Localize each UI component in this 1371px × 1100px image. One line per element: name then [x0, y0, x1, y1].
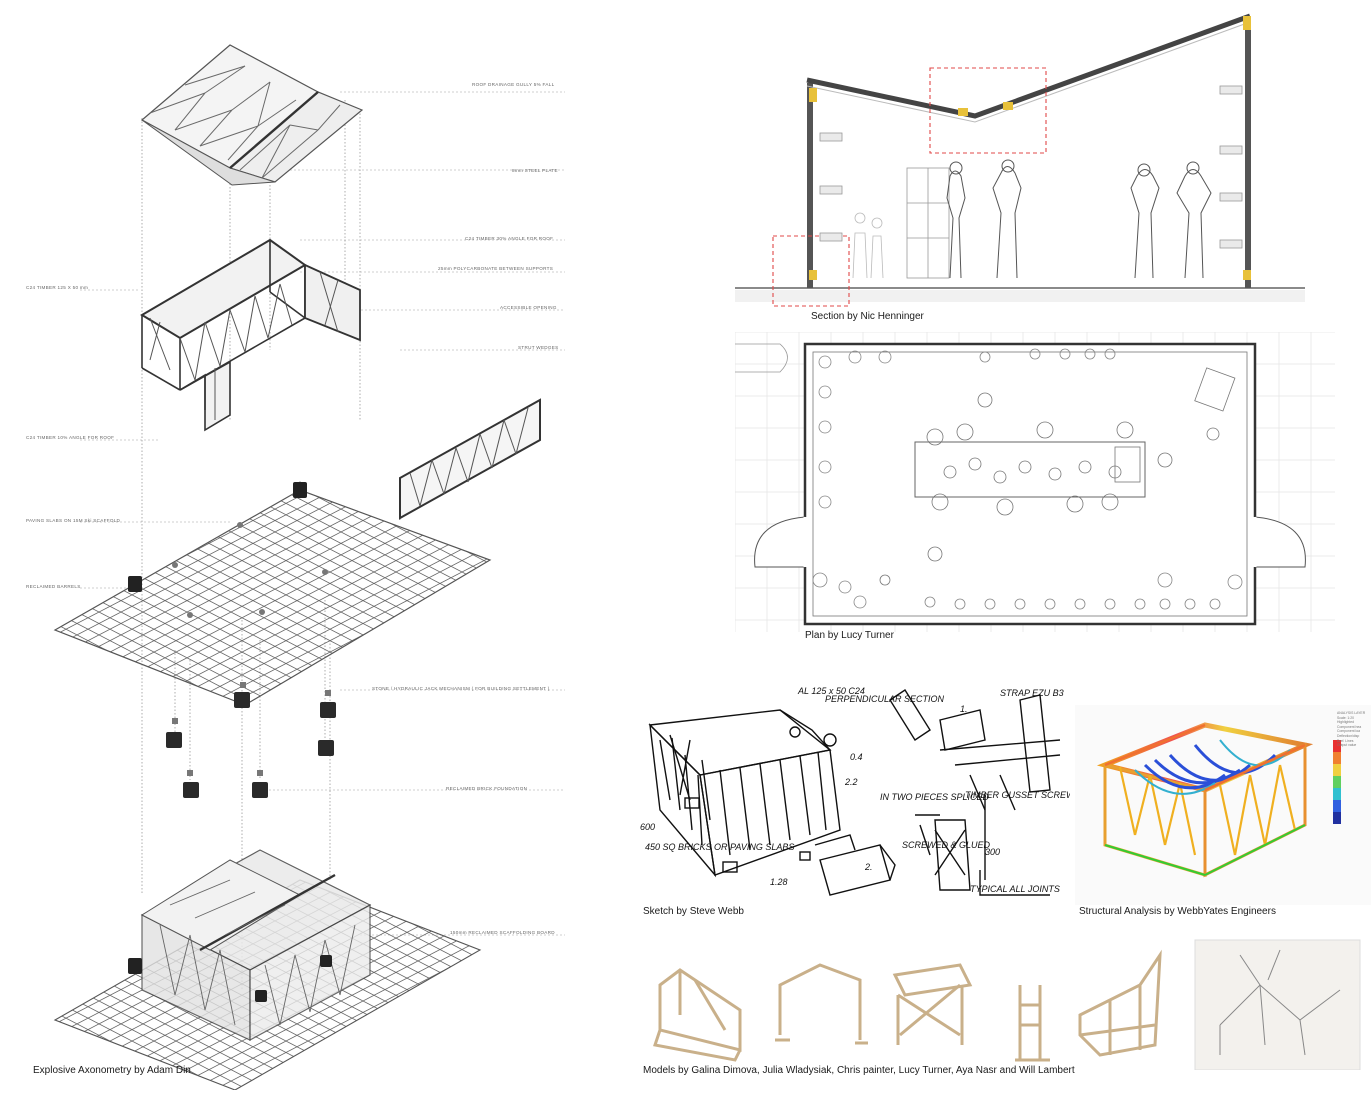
sketch-note-typical: TYPICAL ALL JOINTS — [970, 884, 1060, 894]
sketch-drawing: AL 125 x 50 C24 450 SQ BRICKS OR PAVING … — [640, 686, 1070, 896]
legend-line: Output value — [1337, 743, 1357, 748]
annotation-reclaimed-barrels: RECLAIMED BARRELS — [26, 584, 81, 589]
sketch-note-foundation: 450 SQ BRICKS OR PAVING SLABS — [645, 842, 794, 852]
annotation-timber-10-angle: C24 TIMBER 10% ANGLE FOR ROOF — [26, 435, 115, 440]
structural-drawing — [1075, 705, 1371, 905]
annotation-timber-roof-angle: C24 TIMBER 30% ANGLE FOR ROOF — [465, 236, 554, 241]
sketch-note-joint-1: 1. — [960, 704, 968, 714]
sketch-note-two-pieces: IN TWO PIECES SPLICED — [880, 792, 990, 802]
caption-axonometry: Explosive Axonometry by Adam Din — [33, 1065, 191, 1076]
sketch-note-member: AL 125 x 50 C24 — [797, 686, 865, 696]
section-drawing — [735, 13, 1305, 307]
caption-plan: Plan by Lucy Turner — [805, 630, 894, 641]
sketch-note-gusset: TIMBER GUSSET SCREWED & GLUED — [965, 790, 1070, 800]
legend-line: Scale: 1:20 — [1337, 715, 1354, 720]
caption-sketch: Sketch by Steve Webb — [643, 906, 744, 917]
axonometry-drawing — [53, 44, 565, 1090]
models-photos — [653, 939, 1361, 1070]
legend-line: Component loa — [1337, 729, 1360, 734]
caption-models: Models by Galina Dimova, Julia Wladysiak… — [643, 1065, 1075, 1076]
annotation-paving-slabs: PAVING SLABS ON 15M Ski SCAFFOLD — [26, 518, 121, 523]
annotation-strut-wedges: STRUT WEDGES — [518, 345, 559, 350]
foundation-blocks — [166, 682, 336, 798]
assembled-building — [53, 849, 482, 1090]
plan-drawing — [735, 332, 1335, 632]
sketch-note-spacing: 0.4 — [850, 752, 863, 762]
section-panel: Section by Nic Henninger — [735, 8, 1305, 328]
legend-line: ANALYSIS LAYER — [1337, 711, 1366, 715]
sketch-note-height-1: 2.2 — [844, 777, 858, 787]
annotation-timber-125x50: C24 TIMBER 125 X 50 mm — [26, 285, 89, 290]
wall-frame-element — [140, 238, 541, 520]
floor-grid-element — [53, 482, 492, 706]
legend-line: Deflection/disp — [1337, 733, 1360, 738]
annotation-steel-plate: 8mm STEEL PLATE — [512, 168, 558, 173]
sketch-note-300: 300 — [985, 847, 1000, 857]
legend-line: Highlighted — [1337, 720, 1354, 725]
analysis-legend: ANALYSIS LAYER Scale: 1:20 Highlighted C… — [1337, 711, 1365, 748]
sketch-panel: AL 125 x 50 C24 450 SQ BRICKS OR PAVING … — [640, 680, 1070, 920]
sketch-note-height-2: 1.28 — [770, 877, 788, 887]
plan-panel: Plan by Lucy Turner — [735, 332, 1335, 647]
annotation-roof-drainage: ROOF DRAINAGE GULLY 5% FALL — [472, 82, 555, 87]
sketch-note-screwed: SCREWED & GLUED — [902, 840, 991, 850]
sketch-note-joint-2: 2. — [864, 862, 873, 872]
sketch-note-strap: STRAP EZU B3 — [1000, 688, 1064, 698]
legend-line: Dref. Lines — [1337, 738, 1354, 743]
legend-line: Component hea — [1337, 724, 1362, 729]
annotation-accessible-opening: ACCESSIBLE OPENING — [500, 305, 557, 310]
sketch-note-600: 600 — [640, 822, 655, 832]
structural-panel: ANALYSIS LAYER Scale: 1:20 Highlighted C… — [1075, 705, 1371, 920]
annotation-jack-mechanism: STONE / HYDRAULIC JACK MECHANISM ( FOR B… — [372, 686, 550, 691]
caption-section: Section by Nic Henninger — [811, 311, 924, 322]
caption-structural: Structural Analysis by WebbYates Enginee… — [1079, 906, 1276, 917]
sketch-note-perpendicular: PERPENDICULAR SECTION — [825, 694, 945, 704]
models-panel: Models by Galina Dimova, Julia Wladysiak… — [640, 935, 1371, 1085]
roof-element — [140, 44, 364, 186]
annotation-brick-foundation: RECLAIMED BRICK FOUNDATION — [446, 786, 528, 791]
axonometry-panel: ROOF DRAINAGE GULLY 5% FALL 8mm STEEL PL… — [0, 0, 630, 1090]
annotation-scaffolding-board: 150mm RECLAIMED SCAFFOLDING BOARD — [450, 930, 555, 935]
annotation-polycarbonate: 25mm POLYCARBONATE BETWEEN SUPPORTS — [438, 266, 554, 271]
